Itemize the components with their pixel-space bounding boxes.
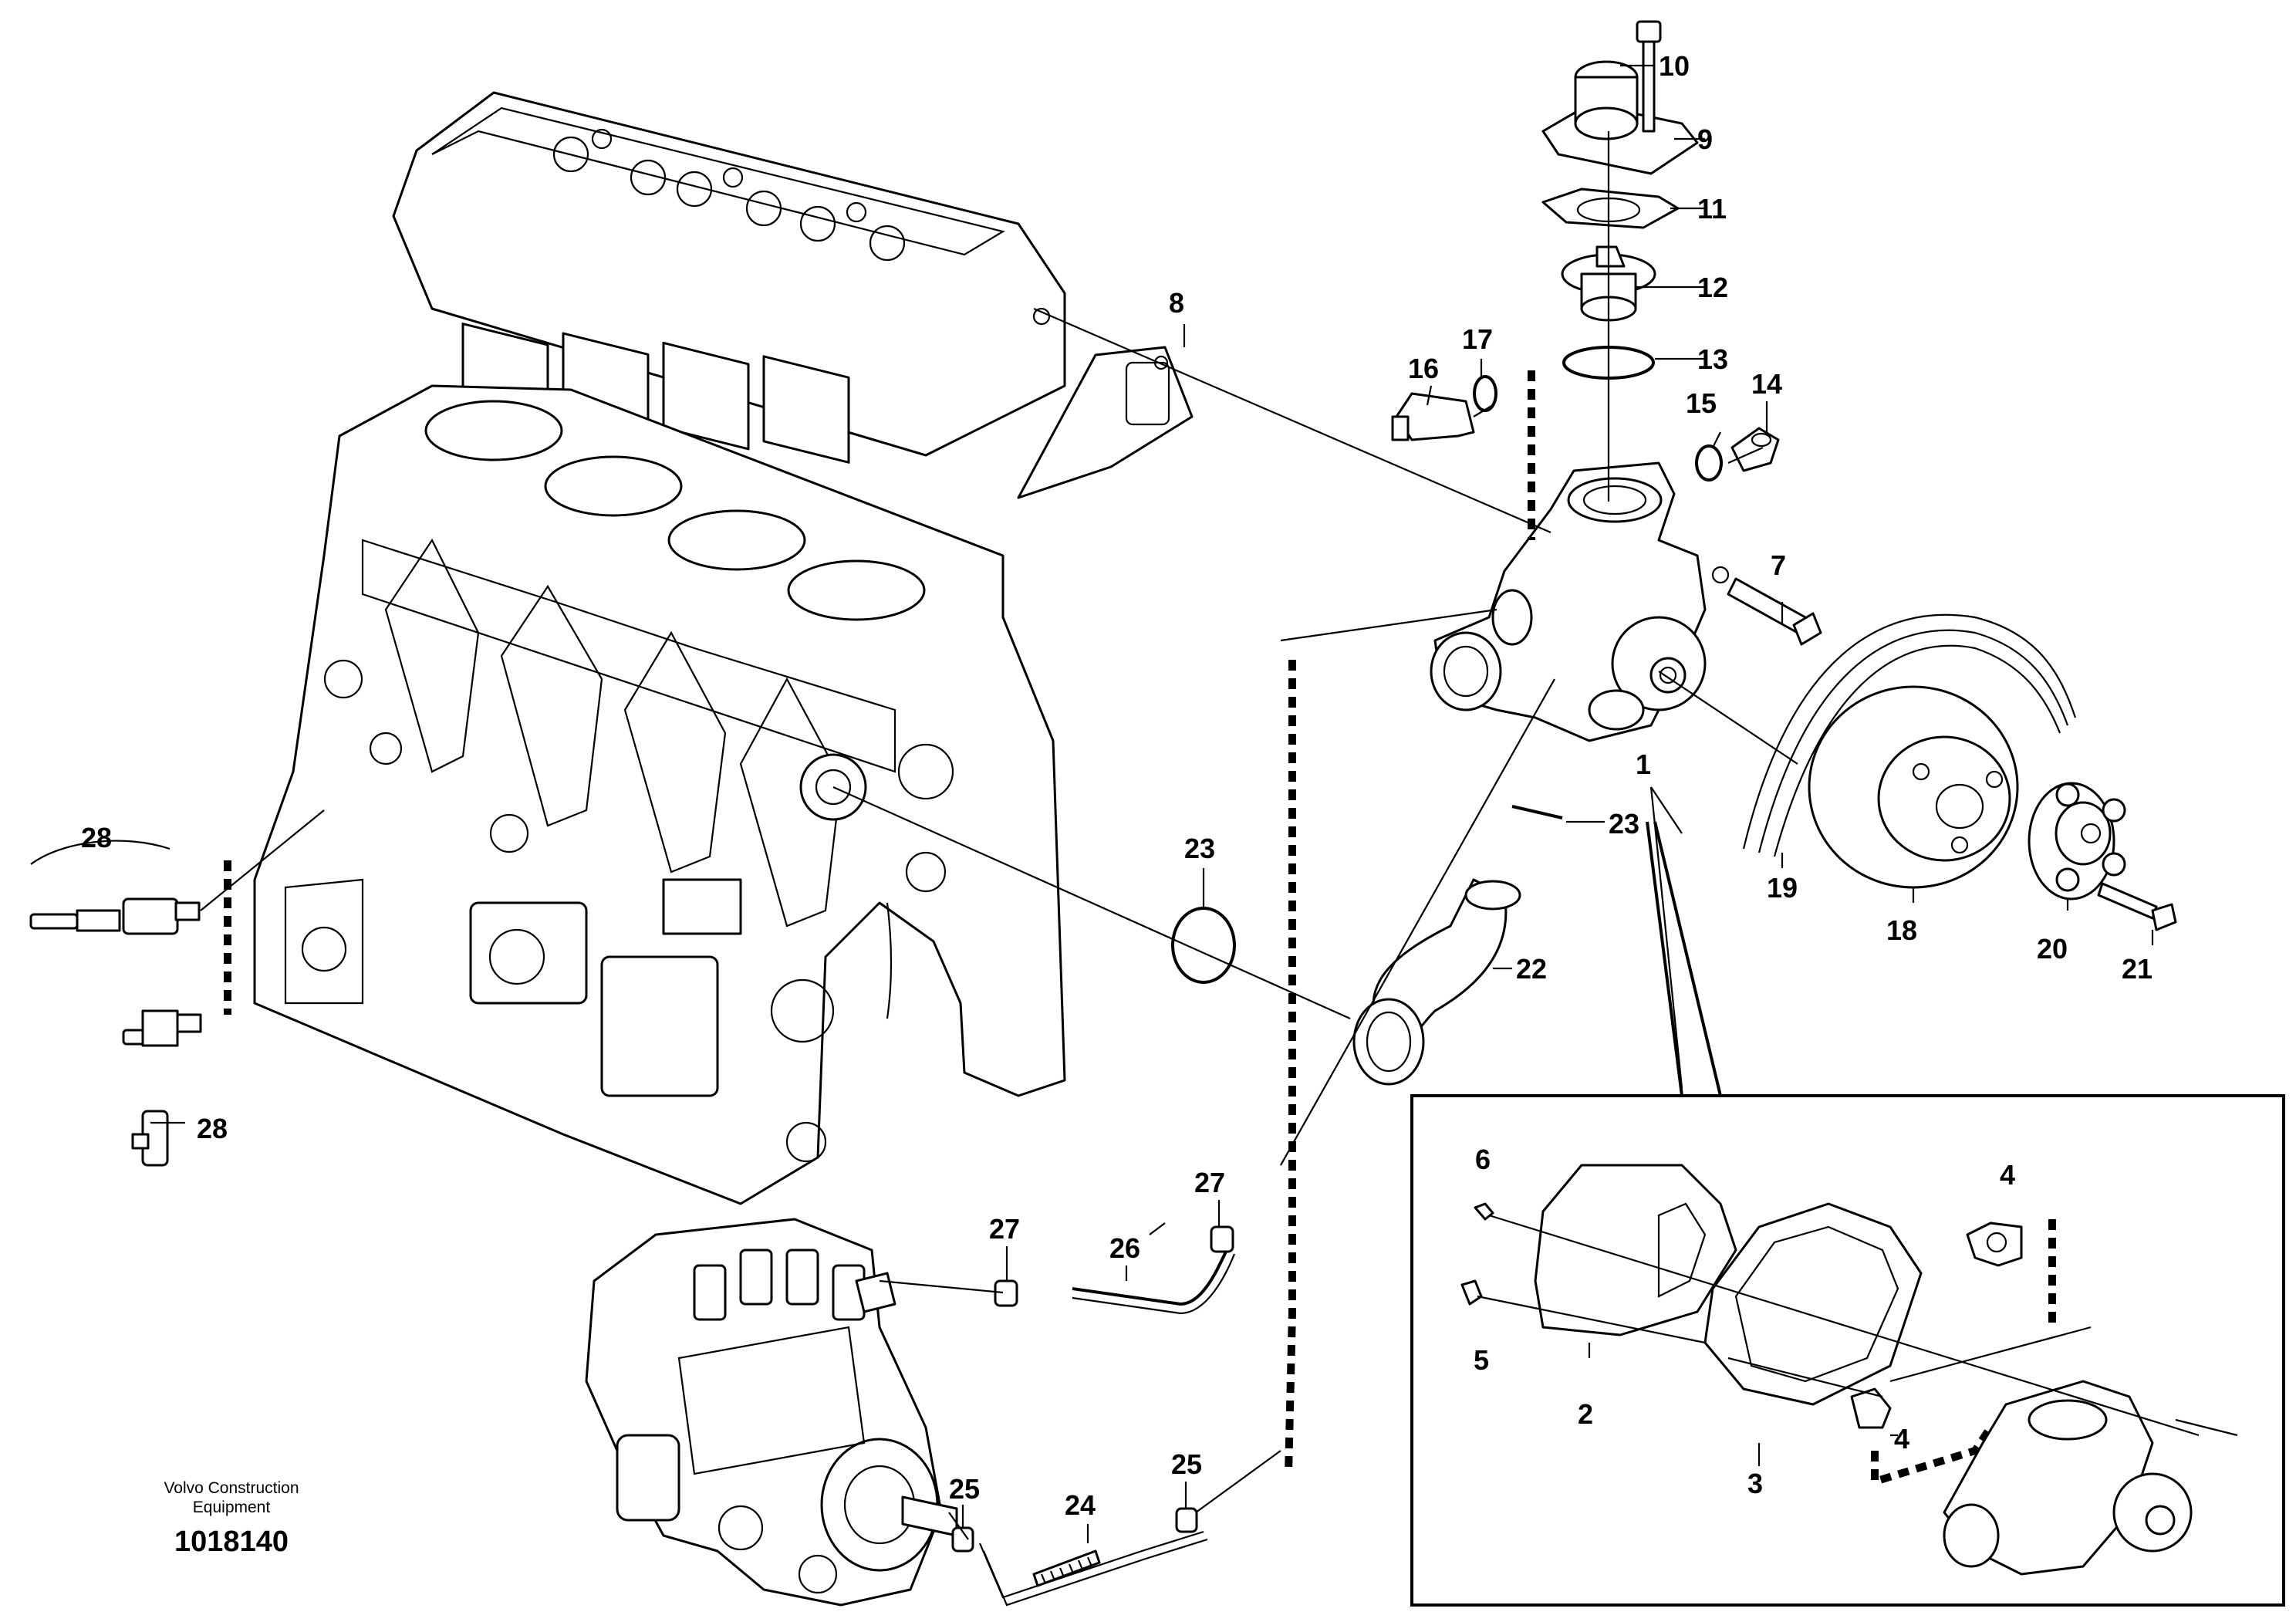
callout-15: 15 xyxy=(1686,387,1717,419)
bolt-21 xyxy=(2097,882,2177,931)
callout-24: 24 xyxy=(1065,1489,1096,1521)
pipe-24 xyxy=(978,1530,1208,1607)
callout-3: 3 xyxy=(1747,1468,1763,1499)
callout-11: 11 xyxy=(1697,193,1727,225)
callout-4-upper: 4 xyxy=(2000,1159,2015,1191)
callout-5: 5 xyxy=(1474,1344,1489,1376)
callout-2: 2 xyxy=(1578,1398,1593,1430)
callouts: 1 2 3 4 4 5 6 7 8 9 10 11 12 13 14 15 16… xyxy=(81,50,2152,1521)
callout-14: 14 xyxy=(1751,368,1782,400)
callout-23-right: 23 xyxy=(1609,808,1639,840)
callout-23-left: 23 xyxy=(1184,833,1215,864)
fitting-28-lower xyxy=(122,1009,202,1167)
bracket-28 xyxy=(30,840,171,865)
callout-20: 20 xyxy=(2037,933,2068,965)
injection-pump xyxy=(585,1218,958,1607)
callout-7: 7 xyxy=(1771,549,1786,581)
callout-17: 17 xyxy=(1462,323,1493,355)
callout-25-left: 25 xyxy=(949,1473,980,1505)
callout-27-left: 27 xyxy=(989,1213,1020,1245)
plug-14 xyxy=(1730,427,1780,472)
callout-25-right: 25 xyxy=(1171,1448,1202,1480)
belt-19 xyxy=(1742,613,2077,857)
drawing-number: 1018140 xyxy=(174,1526,289,1558)
callout-27-right: 27 xyxy=(1194,1167,1225,1198)
fitting-28-upper xyxy=(29,897,201,935)
callout-1: 1 xyxy=(1636,748,1651,780)
thermostat-housing-9 xyxy=(1541,60,1699,175)
hose-22 xyxy=(1352,878,1521,1086)
callout-16: 16 xyxy=(1408,353,1439,384)
callout-4-lower: 4 xyxy=(1894,1423,1909,1455)
callout-28-lower: 28 xyxy=(197,1113,228,1144)
callout-21: 21 xyxy=(2122,953,2152,985)
callout-19: 19 xyxy=(1767,872,1798,904)
callout-6: 6 xyxy=(1475,1144,1491,1175)
gasket-11 xyxy=(1541,188,1680,229)
callout-26: 26 xyxy=(1109,1232,1140,1264)
gasket-8 xyxy=(1017,346,1194,499)
pulley-18 xyxy=(1808,685,2019,889)
callout-13: 13 xyxy=(1697,343,1728,375)
o-ring-23-left xyxy=(1171,907,1236,984)
callout-10: 10 xyxy=(1659,50,1690,82)
hub-20 xyxy=(2028,782,2126,901)
callout-12: 12 xyxy=(1697,272,1728,303)
callout-22: 22 xyxy=(1516,953,1547,985)
clamp-25-right xyxy=(1175,1507,1198,1533)
cylinder-block xyxy=(253,384,1066,1205)
washer-15 xyxy=(1695,444,1723,482)
sensor-16 xyxy=(1391,392,1475,441)
publisher-credit: Volvo Construction Equipment 1018140 xyxy=(164,1479,299,1558)
bolt-7 xyxy=(1727,577,1822,646)
dashed-routing xyxy=(224,370,2056,1487)
leader-lines xyxy=(150,64,2154,1543)
clamp-27-left xyxy=(994,1279,1018,1307)
callout-8: 8 xyxy=(1169,287,1184,319)
pipe-26 xyxy=(1072,1249,1236,1315)
credit-line-1: Volvo Construction xyxy=(164,1479,299,1497)
water-pump-assembly xyxy=(1430,461,1730,742)
credit-line-2: Equipment xyxy=(193,1499,271,1516)
callout-18: 18 xyxy=(1886,914,1917,946)
callout-28-upper: 28 xyxy=(81,822,112,853)
o-ring-23-right xyxy=(1511,805,1563,819)
clamp-27-right xyxy=(1210,1225,1234,1253)
detail-inset xyxy=(1410,821,2285,1607)
callout-9: 9 xyxy=(1697,123,1713,155)
bolt-10 xyxy=(1636,20,1662,133)
